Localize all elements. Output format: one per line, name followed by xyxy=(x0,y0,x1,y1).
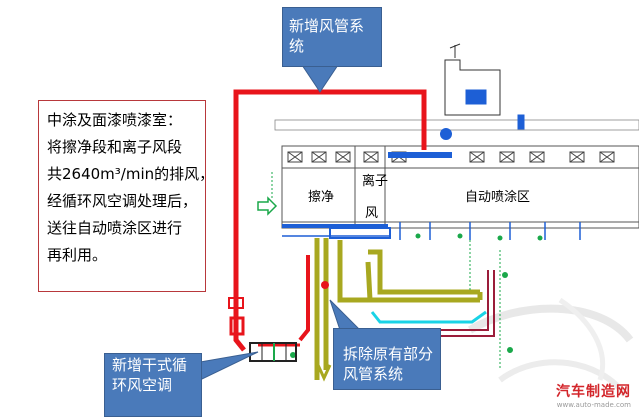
callout-removed-duct-text: 拆除原有部分风管系统 xyxy=(343,345,434,383)
callout-new-duct xyxy=(282,7,382,67)
booth-supply-header xyxy=(282,128,452,239)
callout-new-ac xyxy=(104,353,202,417)
description-line: 中涂及面漆喷漆室： xyxy=(47,111,183,129)
watermark-brand: 汽车制造网 xyxy=(556,384,631,400)
duct-joint-marker xyxy=(321,281,329,289)
description-line: 经循环风空调处理后， xyxy=(47,192,198,210)
removed-duct-down-arrow xyxy=(316,364,332,382)
callout-new-ac-text: 新增干式循环风空调 xyxy=(112,356,188,394)
cyan-duct xyxy=(370,310,487,324)
removed-duct-system xyxy=(314,238,483,380)
new-duct-system xyxy=(228,89,427,352)
description-line: 送往自动喷涂区进行 xyxy=(47,219,183,237)
watermark-url: www.auto-made.com xyxy=(556,401,631,409)
description-box: 中涂及面漆喷漆室： 将擦净段和离子风段 共2640m³/min的排风， 经循环风… xyxy=(38,100,215,292)
zone-label-ion-wind-2: 风 xyxy=(365,206,379,221)
zone-label-ion-wind-1: 离子 xyxy=(362,174,389,189)
structure-lines xyxy=(271,172,501,370)
return-duct xyxy=(430,270,495,337)
description-line: 再利用。 xyxy=(47,246,108,264)
description-line: 将擦净段和离子风段 xyxy=(47,138,183,156)
callout-new-duct-text: 新增风管系统 xyxy=(289,17,365,55)
top-fan-house xyxy=(444,43,525,130)
valve-markers xyxy=(290,233,543,358)
zone-label-auto-spray: 自动喷涂区 xyxy=(465,190,531,205)
booth-floor-details xyxy=(399,222,581,240)
callout-removed-duct xyxy=(333,328,441,390)
zone-label-wipe: 擦净 xyxy=(308,190,335,205)
description-line: 共2640m³/min的排风， xyxy=(47,165,215,183)
entry-arrow xyxy=(257,196,278,216)
site-watermark: 汽车制造网 www.auto-made.com xyxy=(556,381,631,409)
spray-booth xyxy=(274,119,639,229)
